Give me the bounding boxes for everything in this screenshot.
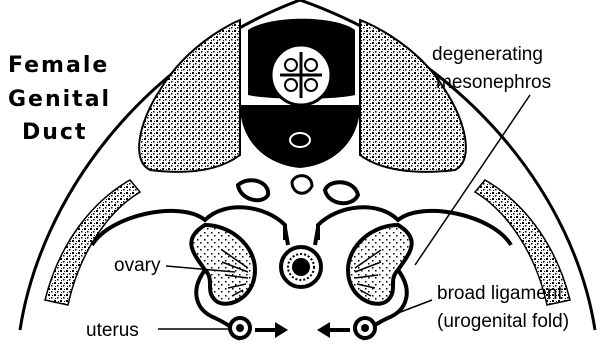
label-broad-ligament: broad ligament xyxy=(437,284,563,303)
vertebral-body xyxy=(240,105,360,168)
arrow-left-to-midline xyxy=(255,322,288,338)
leader-broad-ligament xyxy=(385,300,432,318)
diagram-title-line3: Duct xyxy=(22,122,87,144)
gut-lumen xyxy=(292,258,310,276)
left-mesenchyme xyxy=(139,20,240,172)
arrow-right-to-midline xyxy=(317,322,350,338)
label-degenerating: degenerating xyxy=(432,45,543,64)
diagram-title-line1: Female xyxy=(8,55,109,77)
label-ovary: ovary xyxy=(114,256,160,275)
right-urogenital-ridge xyxy=(348,225,412,304)
peritoneal-lining xyxy=(92,207,511,245)
mesentery xyxy=(285,228,318,245)
right-mesenchyme xyxy=(360,20,466,172)
label-uterus: uterus xyxy=(86,321,139,340)
aorta-center xyxy=(292,176,312,194)
aorta-right xyxy=(325,182,358,203)
diagram-title-line2: Genital xyxy=(8,89,111,111)
aorta-left xyxy=(238,180,268,200)
left-urogenital-ridge xyxy=(191,225,255,304)
label-mesonephros: mesonephros xyxy=(436,73,551,92)
label-urogenital-fold: (urogenital fold) xyxy=(437,312,569,331)
